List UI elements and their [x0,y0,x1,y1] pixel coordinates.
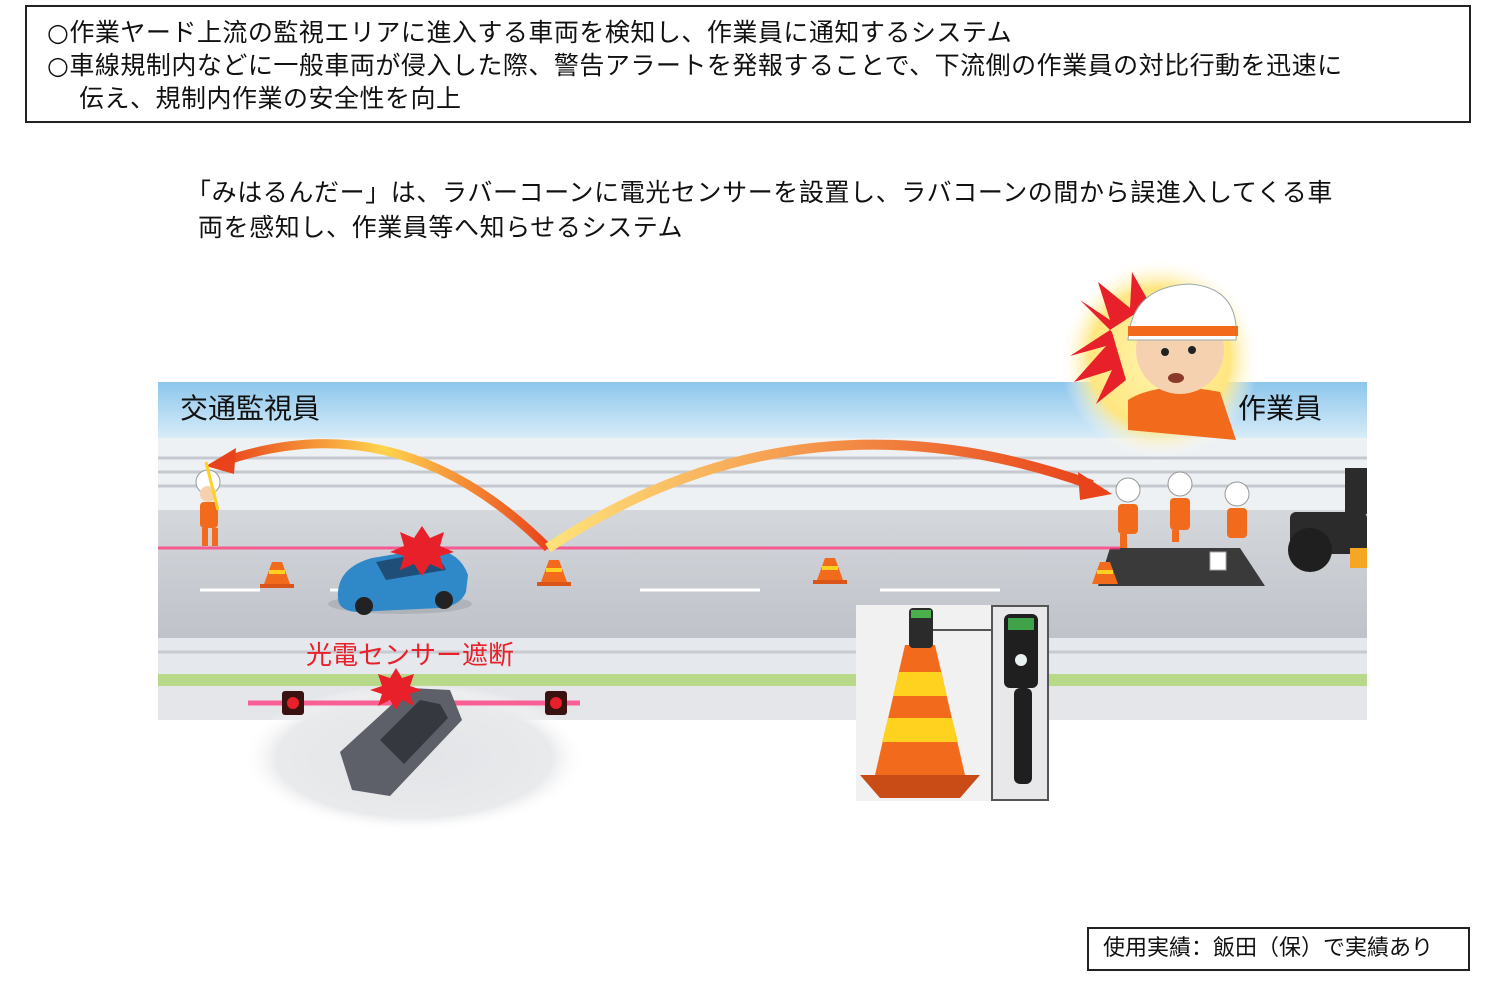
description-line-2: 両を感知し、作業員等へ知らせるシステム [198,213,684,242]
work-area-asphalt [1098,548,1265,586]
rubber-cone [1092,562,1118,584]
worker-face-closeup [1127,283,1238,440]
label-sensor-cut: 光電センサー遮断 [306,641,514,671]
rubber-cone [260,562,294,588]
label-worker: 作業員 [1238,392,1322,425]
worker-group [1115,471,1250,571]
photoelectric-sensor-left [282,691,304,715]
cone-with-sensor-photo [856,605,1049,801]
alert-burst-icon [390,526,454,576]
arrow-head-right [1078,472,1112,500]
usage-record-box: 使用実績：飯田（保）で実績あり [1087,927,1470,971]
arrow-head-left [206,448,236,474]
summary-box: ○作業ヤード上流の監視エリアに進入する車両を検知し、作業員に通知するシステム ○… [25,5,1471,123]
description-line-1: 「みはるんだー」は、ラバーコーンに電光センサーを設置し、ラバコーンの間から誤進入… [186,178,1334,207]
rubber-cone [537,560,571,586]
photoelectric-sensor-right [545,691,567,715]
traffic-monitor-figure [195,461,221,546]
summary-line-2: ○車線規制内などに一般車両が侵入した際、警告アラートを発報することで、下流側の作… [47,51,1343,80]
car-top-view [340,688,462,796]
system-description: 「みはるんだー」は、ラバーコーンに電光センサーを設置し、ラバコーンの間から誤進入… [186,175,1333,245]
alert-burst-zoom-icon [370,668,422,710]
summary-line-3: 伝え、規制内作業の安全性を向上 [79,84,462,113]
usage-record-text: 使用実績：飯田（保）で実績あり [1103,936,1434,961]
summary-line-1: ○作業ヤード上流の監視エリアに進入する車両を検知し、作業員に通知するシステム [47,18,1013,47]
road-roller [1288,468,1367,572]
worker-alert-burst-icon [1070,272,1150,404]
rubber-cone [813,558,847,584]
label-traffic-monitor: 交通監視員 [180,392,320,425]
alert-arc-right [545,439,1094,553]
alert-arc-left [220,439,552,552]
